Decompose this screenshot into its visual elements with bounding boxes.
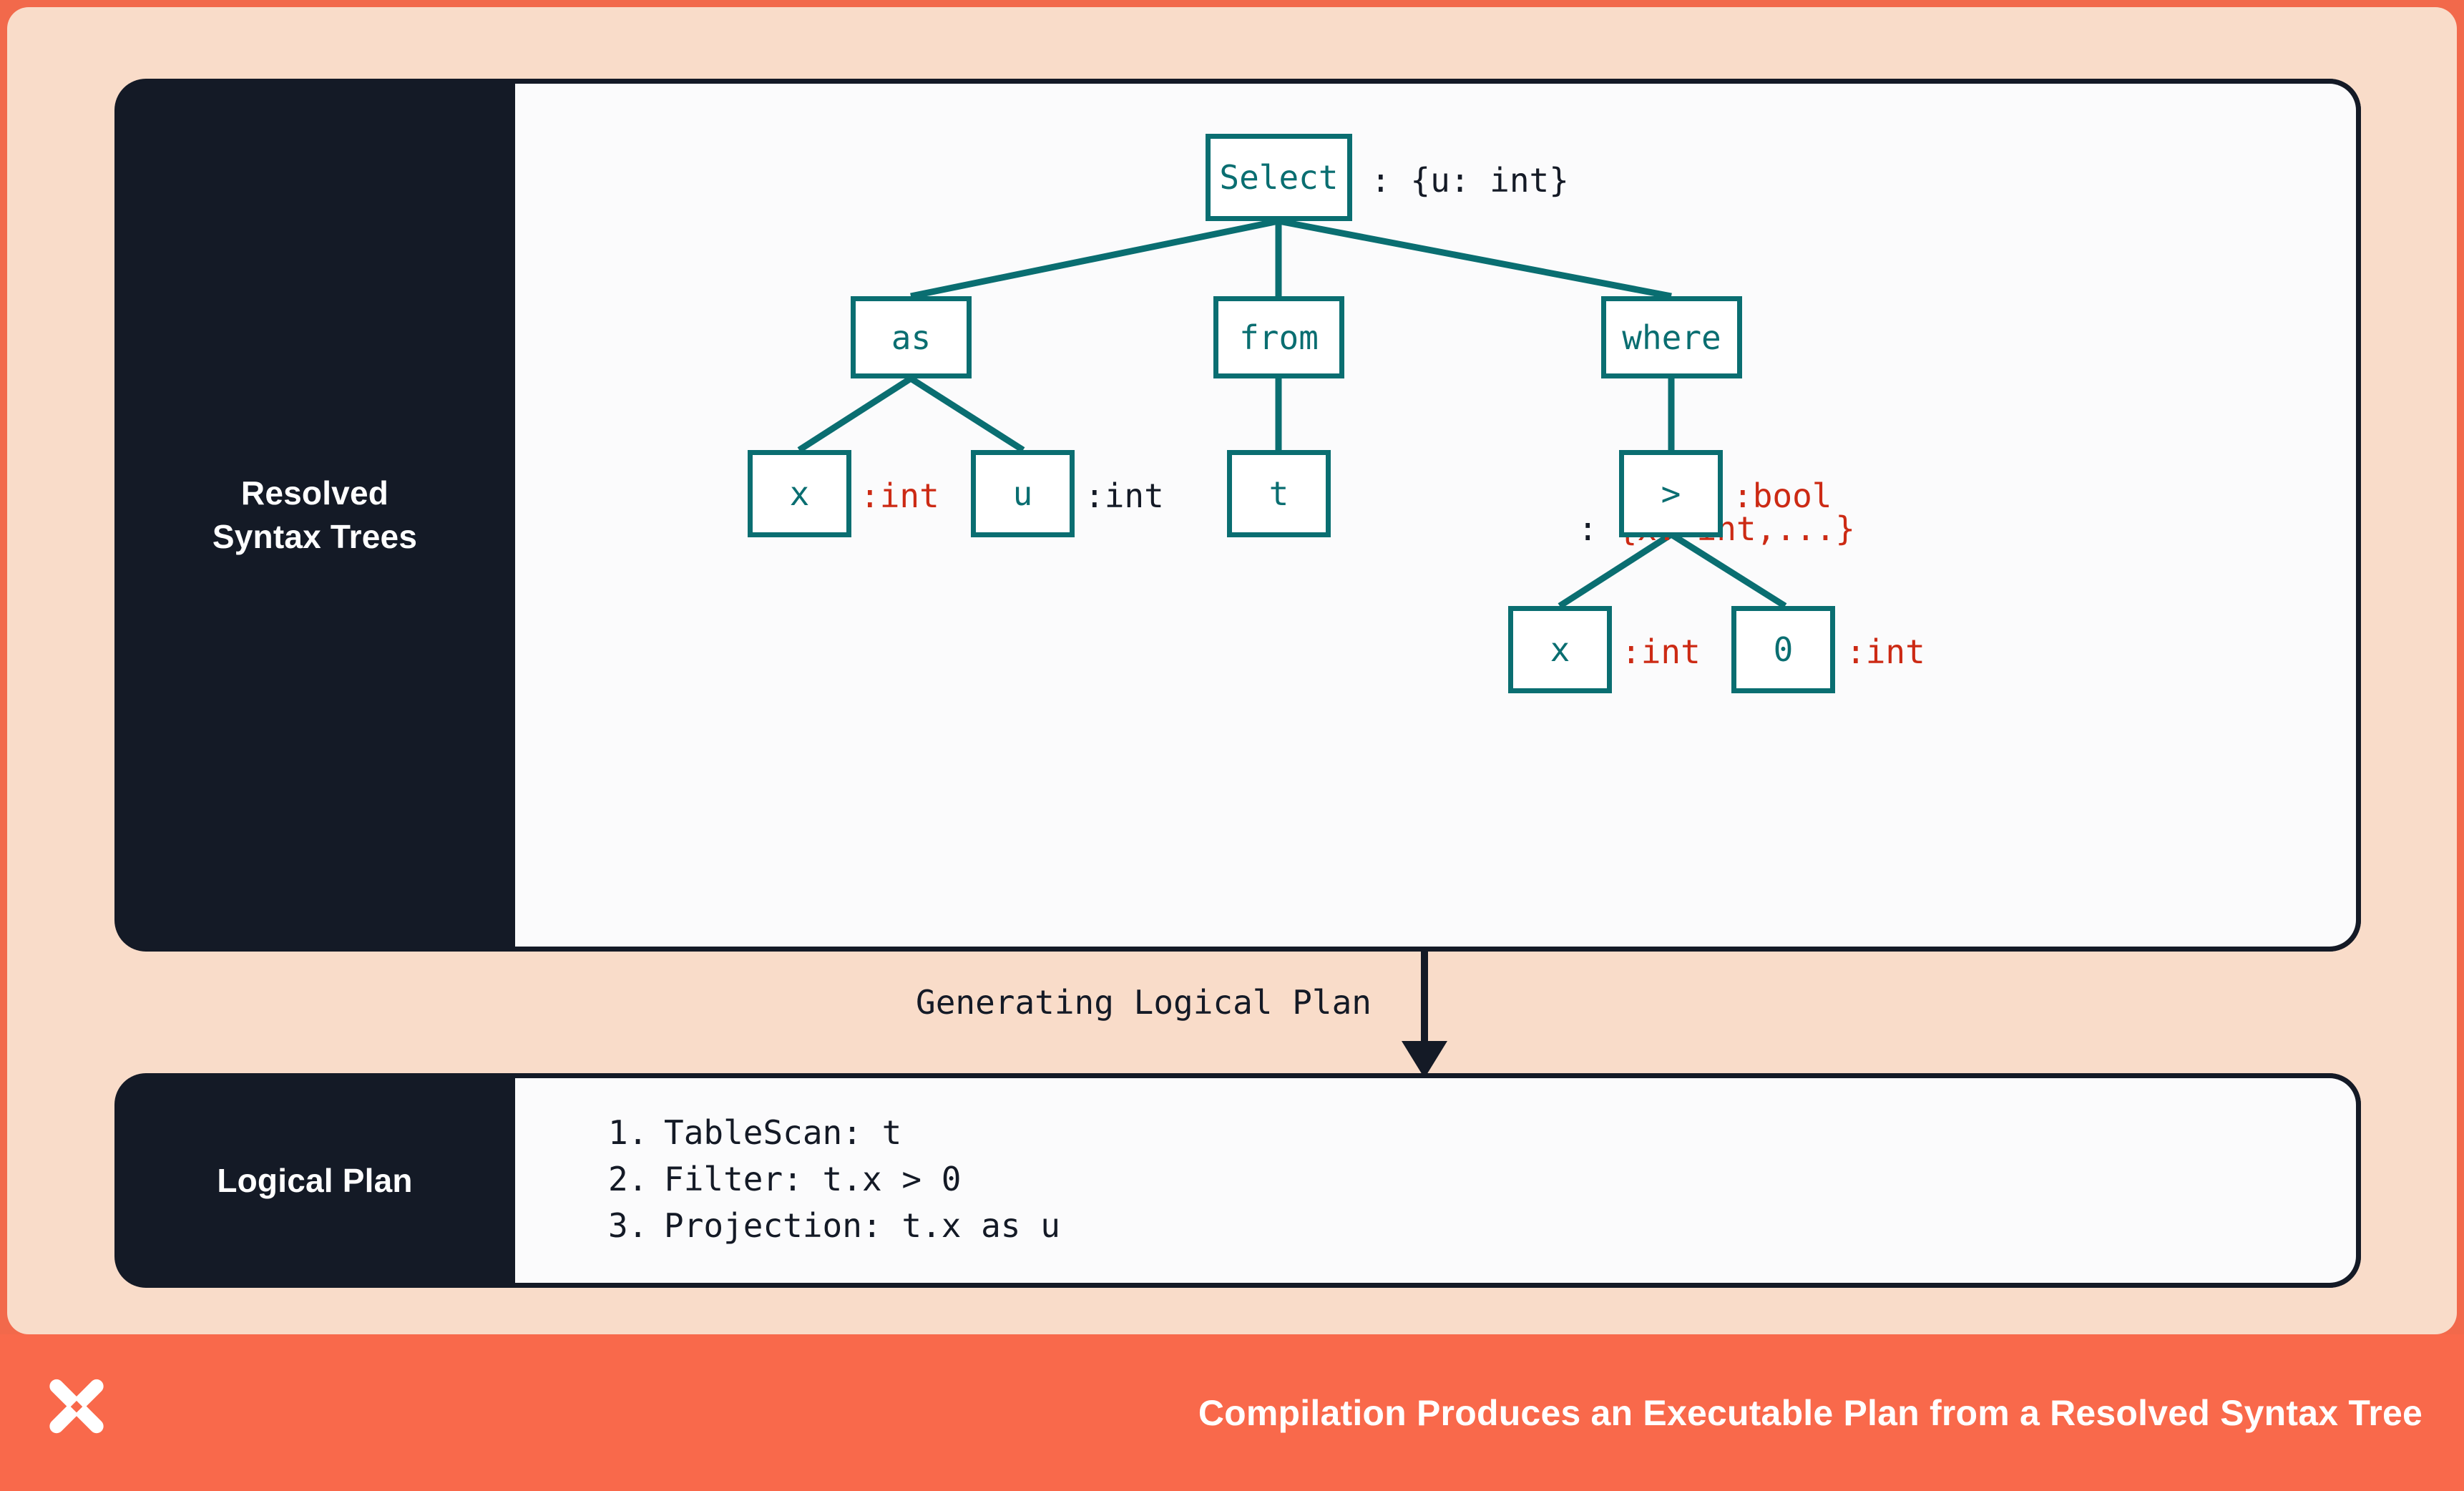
tree-node-x-as-annotation: :int	[860, 476, 939, 515]
tree-node-zero-label: 0	[1773, 630, 1794, 669]
logical-plan-step-text: Projection: t.x as u	[664, 1206, 1060, 1245]
logical-plan-body: 1. TableScan: t 2. Filter: t.x > 0 3. Pr…	[515, 1073, 2361, 1288]
resolved-syntax-trees-label: Resolved Syntax Trees	[114, 79, 515, 952]
logical-plan-step-text: Filter: t.x > 0	[664, 1159, 962, 1198]
flow-arrow-label: Generating Logical Plan	[916, 983, 1372, 1022]
logical-plan-step-text: TableScan: t	[664, 1113, 902, 1152]
tree-node-zero-annotation: :int	[1846, 632, 1925, 671]
tree-node-zero[interactable]: 0	[1731, 606, 1835, 693]
logical-plan-step: 3. Projection: t.x as u	[608, 1206, 1060, 1245]
tree-node-gt-label: >	[1661, 474, 1681, 513]
footer-caption: Compilation Produces an Executable Plan …	[1198, 1392, 2423, 1433]
tree-node-t[interactable]: t	[1227, 450, 1331, 537]
syntax-tree-canvas: Select : {u: int} as from where	[515, 84, 2356, 947]
tree-node-u-annotation: :int	[1085, 476, 1164, 515]
tree-node-x-cmp[interactable]: x	[1508, 606, 1612, 693]
logical-plan-step-list: 1. TableScan: t 2. Filter: t.x > 0 3. Pr…	[608, 1114, 1060, 1245]
tree-node-x-as[interactable]: x	[748, 450, 851, 537]
logical-plan-step: 1. TableScan: t	[608, 1114, 1060, 1152]
edge-as-u	[909, 376, 1025, 453]
tree-node-select-label: Select	[1219, 158, 1339, 197]
tree-node-x-as-label: x	[789, 474, 810, 513]
tree-node-x-cmp-label: x	[1550, 630, 1570, 669]
logical-plan-panel: Logical Plan 1. TableScan: t 2. Filter: …	[114, 1073, 2361, 1288]
flow-arrow-shaft	[1421, 952, 1428, 1059]
logical-plan-step: 2. Filter: t.x > 0	[608, 1160, 1060, 1198]
tree-node-u[interactable]: u	[971, 450, 1075, 537]
logical-plan-step-number: 2.	[608, 1159, 648, 1198]
main-canvas: Resolved Syntax Trees	[7, 7, 2457, 1334]
edge-as-x	[797, 376, 913, 453]
tree-node-as-label: as	[891, 318, 932, 357]
tree-node-from-label: from	[1239, 318, 1319, 357]
edge-select-where	[1278, 217, 1672, 300]
logical-plan-label: Logical Plan	[114, 1073, 515, 1288]
footer-bar: Compilation Produces an Executable Plan …	[0, 1334, 2464, 1491]
flow-arrow-head-icon	[1402, 1041, 1447, 1078]
panel-label-line-1: Resolved	[240, 474, 389, 512]
tree-node-gt-annotation: :bool	[1733, 476, 1832, 515]
tree-node-where[interactable]: where	[1601, 296, 1742, 378]
tree-node-x-cmp-annotation: :int	[1621, 632, 1701, 671]
resolved-syntax-trees-panel: Resolved Syntax Trees	[114, 79, 2361, 952]
tree-node-select-annotation: : {u: int}	[1371, 161, 1569, 200]
tree-node-as[interactable]: as	[851, 296, 972, 378]
panel-label-line-2: Syntax Trees	[212, 518, 418, 555]
logical-plan-label-text: Logical Plan	[217, 1161, 413, 1199]
x-star-logo-icon	[49, 1379, 104, 1433]
logical-plan-step-number: 1.	[608, 1113, 648, 1152]
tree-node-select[interactable]: Select	[1206, 134, 1352, 221]
tree-node-from[interactable]: from	[1213, 296, 1344, 378]
tree-node-u-label: u	[1012, 474, 1033, 513]
tree-node-t-annotation-colon: :	[1578, 509, 1618, 548]
edge-select-as	[910, 217, 1279, 300]
tree-node-gt[interactable]: >	[1619, 450, 1723, 537]
syntax-tree-canvas-container: Select : {u: int} as from where	[515, 79, 2361, 952]
logical-plan-step-number: 3.	[608, 1206, 648, 1245]
tree-node-t-label: t	[1268, 474, 1289, 513]
tree-node-where-label: where	[1622, 318, 1721, 357]
